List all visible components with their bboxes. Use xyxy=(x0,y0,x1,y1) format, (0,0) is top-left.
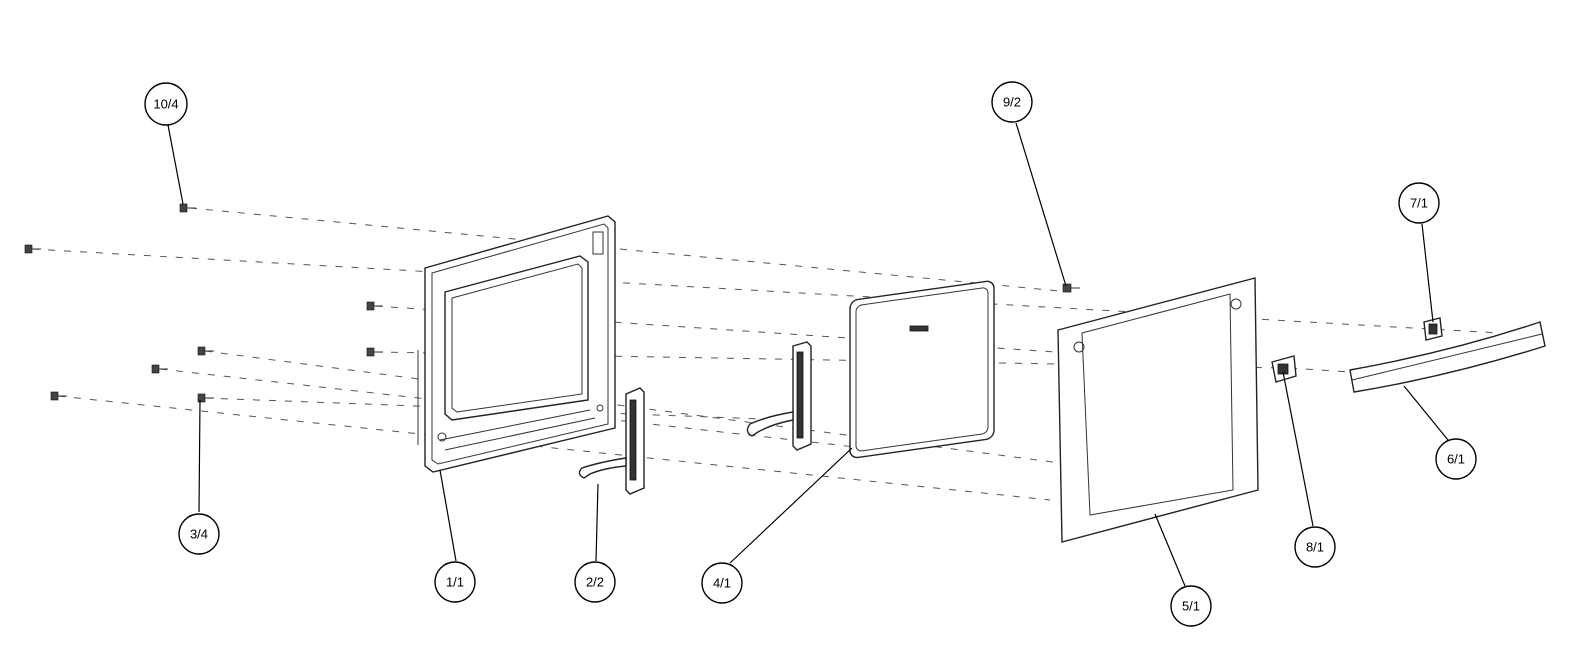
svg-text:9/2: 9/2 xyxy=(1003,95,1021,110)
callout-8-1: 8/1 xyxy=(1294,526,1336,568)
clip-part xyxy=(1271,355,1297,383)
screw-icon xyxy=(197,393,214,403)
hinge-left xyxy=(578,387,645,495)
svg-text:2/2: 2/2 xyxy=(586,575,604,590)
callout-3-4: 3/4 xyxy=(178,513,220,555)
callout-10-4: 10/4 xyxy=(144,82,188,126)
callout-2-2: 2/2 xyxy=(574,561,616,603)
outer-door-panel xyxy=(1057,277,1259,543)
callout-1-1: 1/1 xyxy=(434,561,476,603)
callout-6-1: 6/1 xyxy=(1435,438,1477,480)
svg-text:8/1: 8/1 xyxy=(1306,540,1324,555)
leader-lines xyxy=(167,122,1449,587)
svg-text:5/1: 5/1 xyxy=(1182,599,1200,614)
screw-icon xyxy=(1062,283,1080,293)
svg-text:10/4: 10/4 xyxy=(153,97,178,112)
screws xyxy=(24,203,1080,403)
screw-icon xyxy=(179,203,196,213)
callout-4-1: 4/1 xyxy=(701,562,743,604)
callout-7-1: 7/1 xyxy=(1398,182,1440,224)
screw-icon xyxy=(366,347,383,357)
callout-5-1: 5/1 xyxy=(1170,585,1212,627)
hinge-right xyxy=(746,341,812,451)
svg-text:6/1: 6/1 xyxy=(1447,452,1465,467)
svg-text:1/1: 1/1 xyxy=(446,575,464,590)
screw-icon xyxy=(50,391,67,401)
svg-text:4/1: 4/1 xyxy=(713,576,731,591)
svg-text:3/4: 3/4 xyxy=(190,527,208,542)
svg-text:7/1: 7/1 xyxy=(1410,196,1428,211)
door-handle xyxy=(1349,321,1546,393)
screw-icon xyxy=(197,346,214,356)
screw-icon xyxy=(151,364,168,374)
callout-9-2: 9/2 xyxy=(991,81,1033,123)
glass-pane xyxy=(849,280,995,459)
clip-part-upper xyxy=(1423,317,1443,341)
inner-door-frame xyxy=(417,215,616,473)
screw-icon xyxy=(366,301,383,311)
assembly-guide-lines xyxy=(31,207,1501,501)
screw-icon xyxy=(24,244,41,254)
